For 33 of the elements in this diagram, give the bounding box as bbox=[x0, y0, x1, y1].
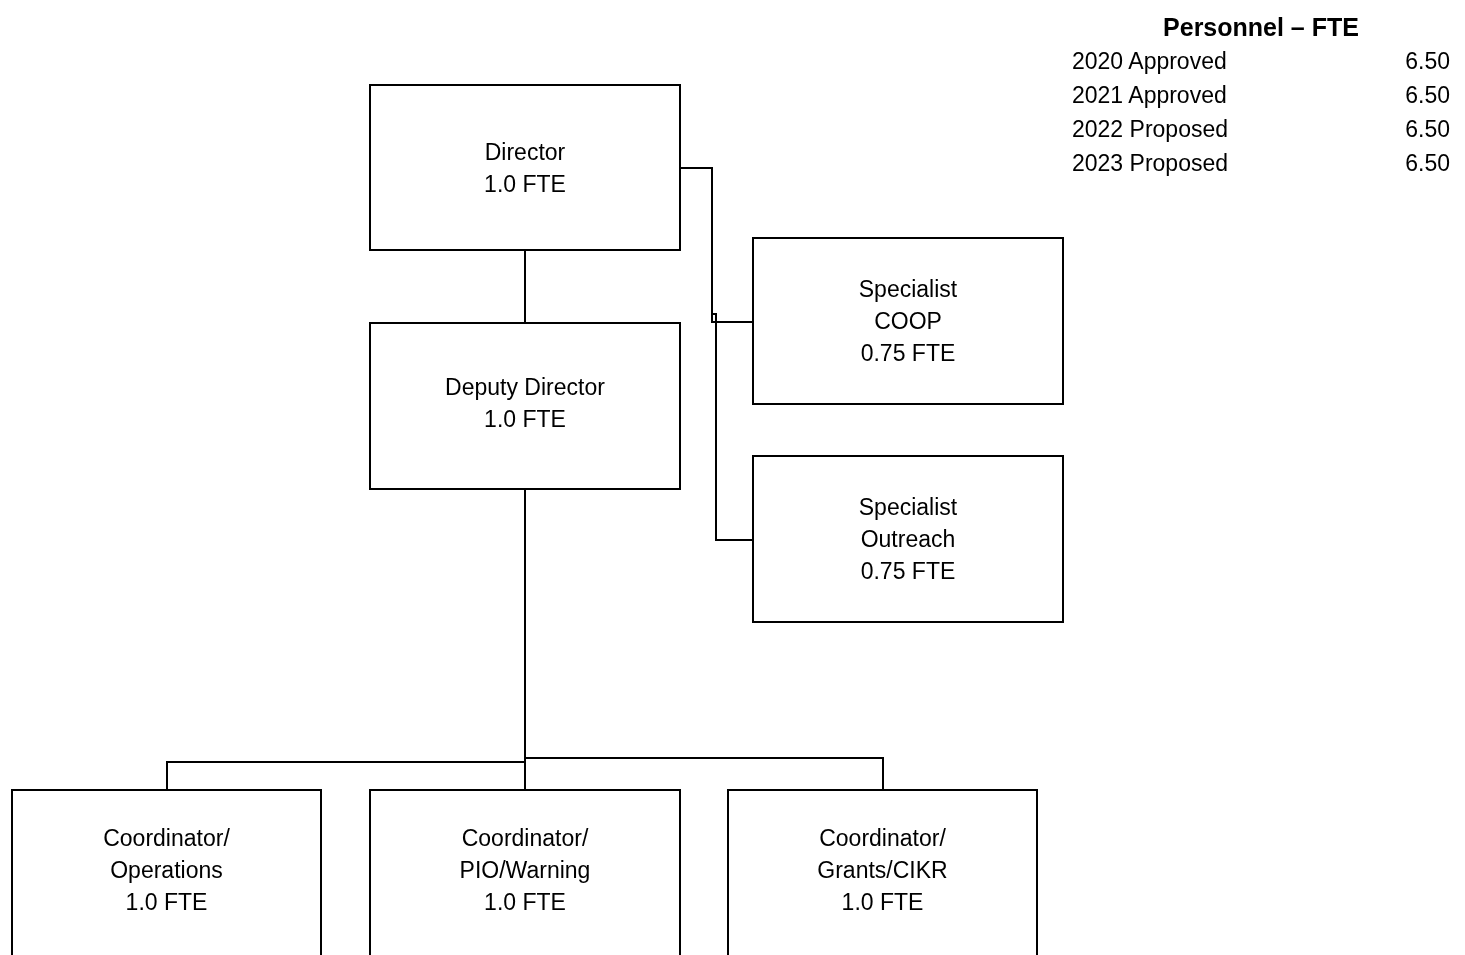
position-text: Coordinator/ Operations bbox=[102, 824, 231, 885]
position-text: 0.75 FTE bbox=[859, 557, 957, 586]
position-text: Specialist bbox=[857, 493, 959, 522]
position-text: 0.75 FTE bbox=[859, 339, 957, 368]
position-text: Director bbox=[483, 137, 567, 167]
org-box bbox=[369, 322, 681, 490]
year-label: 2021 Approved bbox=[1072, 81, 1228, 110]
org-box bbox=[369, 789, 681, 955]
org-box bbox=[11, 789, 322, 955]
year-label: 2023 Proposed bbox=[1072, 149, 1229, 178]
position-text: Coordinator/ PIO/Warning bbox=[458, 824, 592, 885]
fte-value: 6.50 bbox=[1405, 115, 1450, 144]
position-text: Specialist bbox=[857, 275, 959, 304]
position-text: 1.0 FTE bbox=[840, 888, 925, 917]
position-text: COOP bbox=[873, 307, 943, 336]
position-text: Outreach bbox=[859, 525, 957, 554]
org-box bbox=[727, 789, 1038, 955]
table-heading: Personnel – FTE bbox=[1162, 12, 1360, 43]
position-text: 1.0 FTE bbox=[483, 169, 567, 199]
position-text: Deputy Director bbox=[444, 373, 606, 402]
year-label: 2022 Proposed bbox=[1072, 115, 1229, 144]
position-text: Coordinator/ Grants/CIKR bbox=[816, 824, 949, 885]
position-text: 1.0 FTE bbox=[483, 405, 567, 434]
position-text: 1.0 FTE bbox=[124, 888, 209, 917]
year-label: 2020 Approved bbox=[1072, 47, 1228, 76]
fte-value: 6.50 bbox=[1405, 149, 1450, 178]
position-text: 1.0 FTE bbox=[483, 888, 567, 917]
org-box bbox=[752, 455, 1064, 623]
org-box bbox=[752, 237, 1064, 405]
org-box bbox=[369, 84, 681, 251]
connector-line bbox=[524, 250, 526, 323]
fte-value: 6.50 bbox=[1405, 47, 1450, 76]
fte-value: 6.50 bbox=[1405, 81, 1450, 110]
